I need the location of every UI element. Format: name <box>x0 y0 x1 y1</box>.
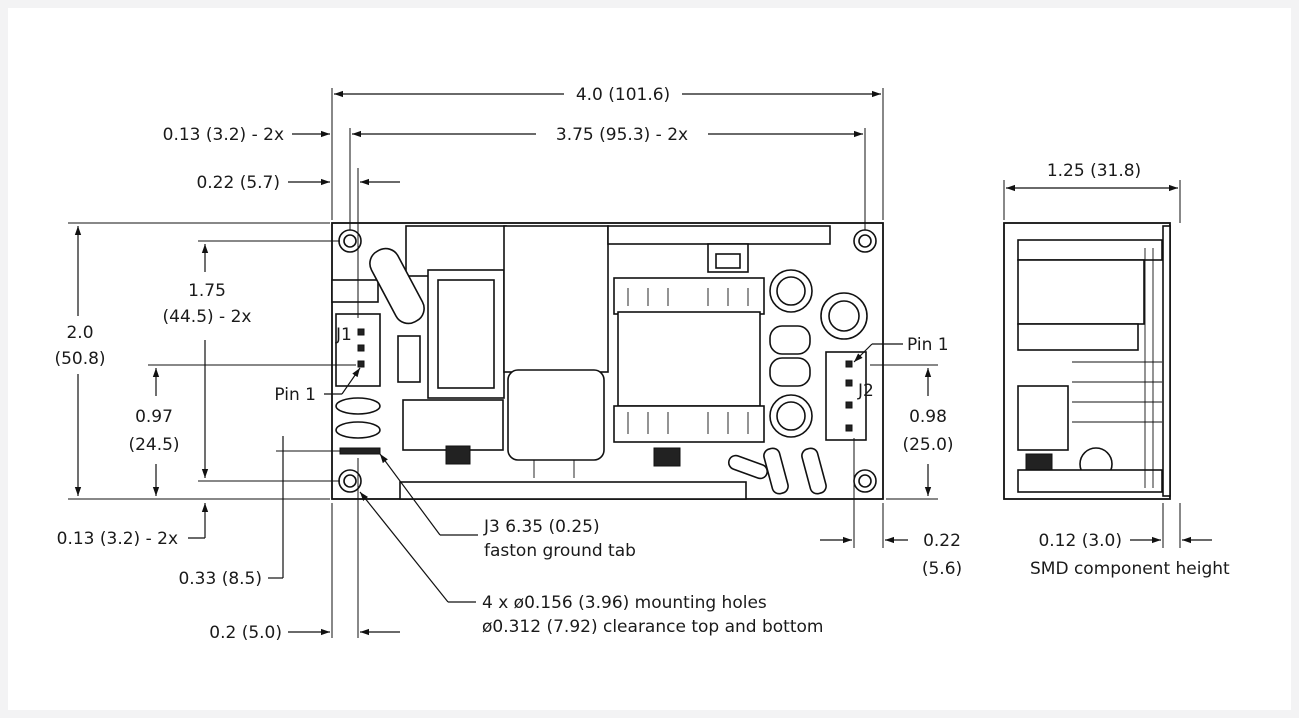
dim-j1-pin1-in: 0.97 <box>135 407 173 427</box>
dim-right-pin-mm: (5.6) <box>922 559 962 579</box>
dim-j1-pin1-mm: (24.5) <box>128 435 179 455</box>
pin1-right-label: Pin 1 <box>907 335 949 355</box>
dim-hole-inset-bottom: 0.13 (3.2) - 2x <box>57 529 178 549</box>
dim-hole-spacing-y-in: 1.75 <box>188 281 226 301</box>
side-view <box>1003 222 1171 500</box>
dim-j2-pin1-in: 0.98 <box>909 407 947 427</box>
mounting-holes <box>338 229 877 493</box>
dim-j3-offset: 0.33 (8.5) <box>178 569 262 589</box>
drawing-frame: J1 J2 <box>8 8 1291 710</box>
top-view: J1 J2 <box>331 222 884 500</box>
pin1-left-label: Pin 1 <box>274 385 316 405</box>
dim-overall-width: 4.0 (101.6) <box>576 85 670 105</box>
dimension-labels: 4.0 (101.6) 3.75 (95.3) - 2x 0.13 (3.2) … <box>54 85 1230 643</box>
mechanical-drawing: J1 J2 <box>54 85 1230 643</box>
dim-overall-height-mm: (50.8) <box>54 349 105 369</box>
dim-overall-height-in: 2.0 <box>66 323 93 343</box>
note-holes-line1: 4 x ø0.156 (3.96) mounting holes <box>482 593 767 613</box>
dimension-lines <box>68 88 1212 638</box>
dim-hole-inset-left: 0.13 (3.2) - 2x <box>163 125 284 145</box>
dim-side-height: 1.25 (31.8) <box>1047 161 1141 181</box>
dim-hole-spacing-y-mm: (44.5) - 2x <box>163 307 252 327</box>
note-j3-line2: faston ground tab <box>484 541 636 561</box>
note-j3-line1: J3 6.35 (0.25) <box>483 517 600 537</box>
dim-smd: 0.12 (3.0) <box>1038 531 1122 551</box>
dim-j3-x: 0.2 (5.0) <box>209 623 282 643</box>
note-holes-line2: ø0.312 (7.92) clearance top and bottom <box>482 617 823 637</box>
dim-j2-pin1-mm: (25.0) <box>902 435 953 455</box>
j1-label: J1 <box>335 325 352 345</box>
components <box>331 225 868 500</box>
dim-hole-spacing-x: 3.75 (95.3) - 2x <box>556 125 688 145</box>
dim-right-pin-in: 0.22 <box>923 531 961 551</box>
dim-pin-offset: 0.22 (5.7) <box>196 173 280 193</box>
j2-label: J2 <box>857 381 874 401</box>
note-smd: SMD component height <box>1030 559 1230 579</box>
